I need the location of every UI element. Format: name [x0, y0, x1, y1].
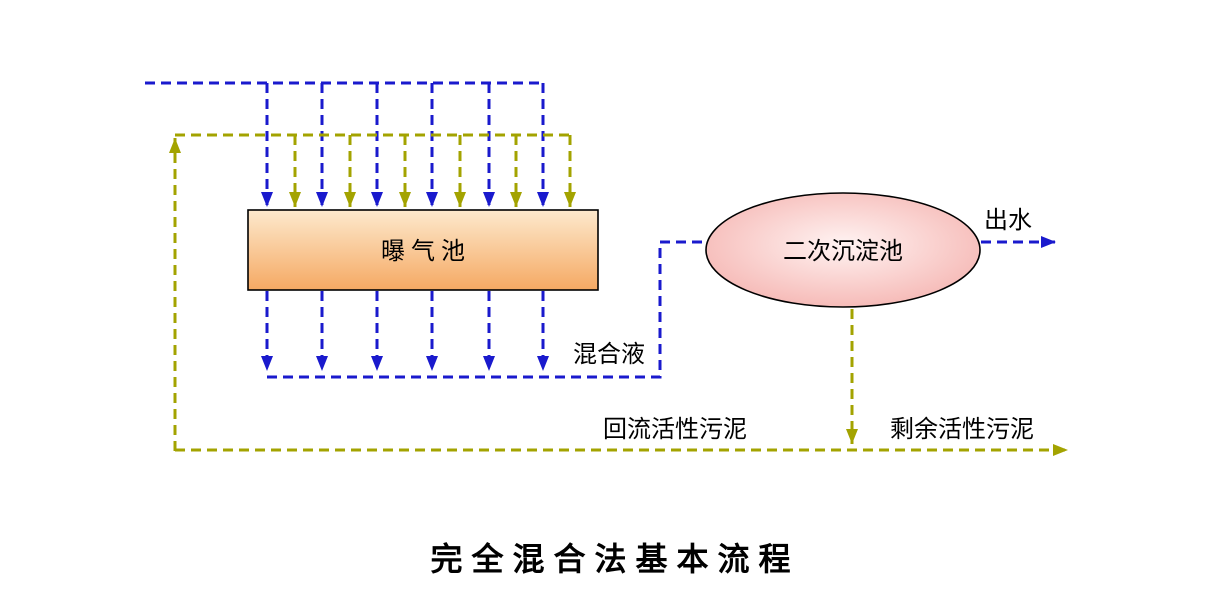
mixed-liquor-line	[267, 240, 704, 379]
aeration-tank-node: 曝 气 池	[247, 209, 599, 291]
sludge-lines-group	[175, 309, 1068, 456]
mixed-liquor-label: 混合液	[573, 341, 645, 368]
influent-lines-group	[145, 81, 549, 207]
aeration-tank-label: 曝 气 池	[381, 238, 465, 265]
effluent-label: 出水	[984, 207, 1032, 234]
secondary-clarifier	[705, 192, 981, 308]
aeration-tank	[247, 209, 599, 291]
excess-sludge-label: 剩余活性污泥	[890, 416, 1034, 443]
secondary-clarifier-label: 二次沉淀池	[783, 238, 903, 265]
diagram-title: 完全混合法基本流程	[430, 541, 799, 577]
return-sludge-label: 回流活性污泥	[603, 416, 747, 443]
mixed-liquor-lines-group	[261, 240, 704, 379]
return-sludge-lines-group	[169, 133, 576, 451]
secondary-clarifier-node: 二次沉淀池	[705, 192, 981, 308]
